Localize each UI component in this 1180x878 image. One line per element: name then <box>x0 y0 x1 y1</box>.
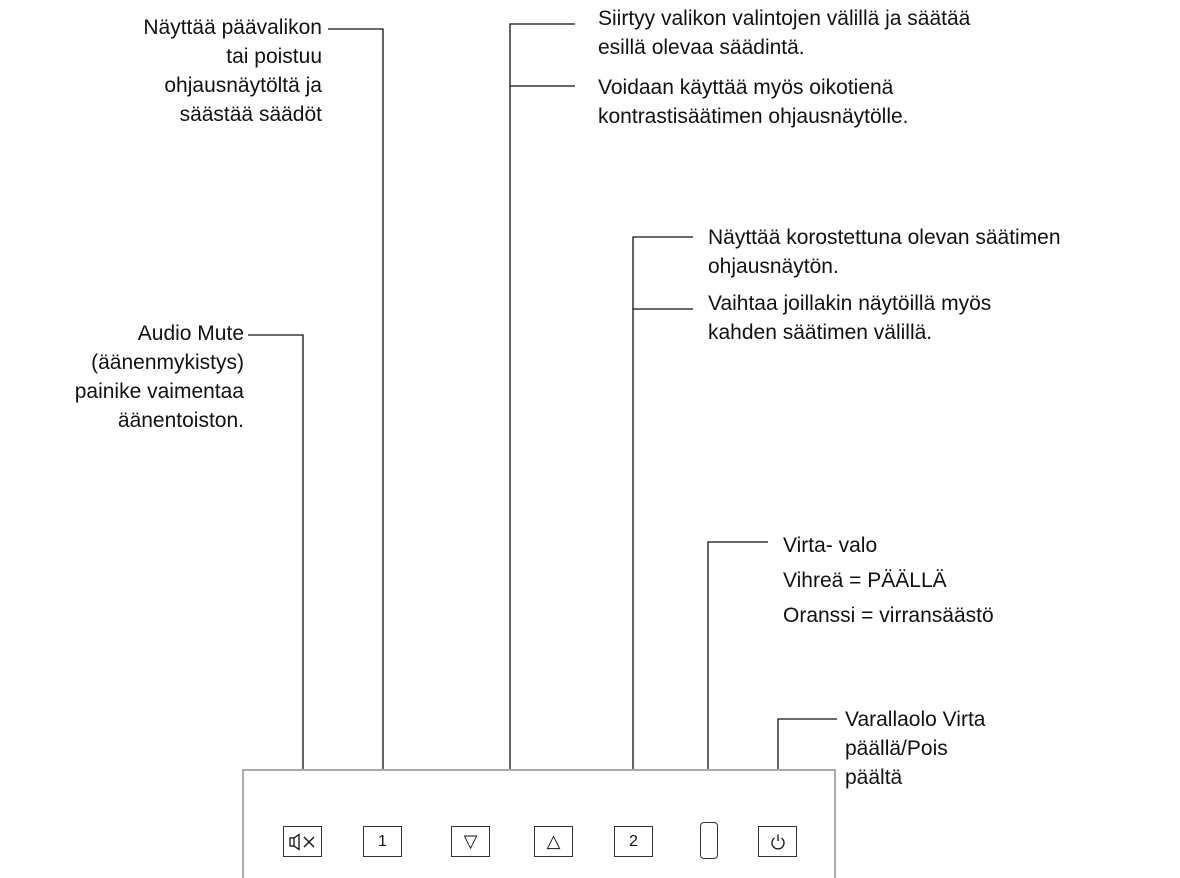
callout-line-menu <box>328 28 384 826</box>
up-arrow-button[interactable]: △ <box>534 826 573 857</box>
mute-speaker-icon <box>288 832 314 851</box>
callout-menu-button: Näyttää päävalikon tai poistuu ohjausnäy… <box>143 13 322 129</box>
callout-text: säästää säädöt <box>179 103 322 126</box>
callout-standby: Varallaolo Virta päällä/Pois päältä <box>845 705 985 792</box>
callout-text: Virta- valo <box>783 534 878 557</box>
callout-text: Vihreä = PÄÄLLÄ <box>783 569 947 592</box>
callout-arrows-navigate: Siirtyy valikon valintojen välillä ja sä… <box>598 4 970 62</box>
callout-text: kontrastisäätimen ohjausnäytölle. <box>598 105 909 128</box>
callout-text: Vaihtaa joillakin näytöillä myös <box>708 292 992 315</box>
down-arrow-button[interactable]: ▽ <box>451 826 490 857</box>
menu-button-1[interactable]: 1 <box>363 826 402 857</box>
callout-text: Näyttää päävalikon <box>143 16 322 39</box>
callout-line-navigate <box>509 23 575 771</box>
monitor-control-panel <box>242 769 836 878</box>
down-triangle-icon: ▽ <box>463 831 478 851</box>
audio-mute-button[interactable] <box>283 826 322 857</box>
callout-text: päältä <box>845 766 903 789</box>
power-icon <box>770 834 785 849</box>
button-1-label: 1 <box>378 832 387 850</box>
callout-text: Oranssi = virransäästö <box>783 604 994 627</box>
up-triangle-icon: △ <box>546 831 561 851</box>
callout-text: Näyttää korostettuna olevan säätimen <box>708 226 1061 249</box>
callout-audio-mute: Audio Mute (äänenmykistys) painike vaime… <box>75 319 244 435</box>
callout-text: kahden säätimen välillä. <box>708 321 933 344</box>
callout-line-mute <box>248 334 304 826</box>
callout-text: (äänenmykistys) <box>91 351 244 374</box>
callout-text: Audio Mute <box>137 322 244 345</box>
callout-text: ohjausnäytön. <box>708 255 839 278</box>
callout-line-led <box>707 541 768 822</box>
callout-text: Voidaan käyttää myös oikotienä <box>598 76 894 99</box>
callout-power-led: Virta- valo Vihreä = PÄÄLLÄ Oranssi = vi… <box>783 528 994 633</box>
power-led-indicator <box>700 822 718 859</box>
callout-text: esillä olevaa säädintä. <box>598 36 805 59</box>
callout-text: Varallaolo Virta <box>845 708 986 731</box>
callout-button2-show: Näyttää korostettuna olevan säätimen ohj… <box>708 223 1061 281</box>
callout-arrows-shortcut: Voidaan käyttää myös oikotienä kontrasti… <box>598 73 909 131</box>
callout-line-button2 <box>632 236 693 826</box>
select-button-2[interactable]: 2 <box>614 826 653 857</box>
callout-button2-switch: Vaihtaa joillakin näytöillä myös kahden … <box>708 289 991 347</box>
callout-text: Siirtyy valikon valintojen välillä ja sä… <box>598 7 971 30</box>
callout-text: painike vaimentaa <box>74 380 244 403</box>
callout-text: päällä/Pois <box>845 737 948 760</box>
callout-text: tai poistuu <box>226 45 322 68</box>
callout-text: äänentoiston. <box>117 409 244 432</box>
callout-text: ohjausnäytöltä ja <box>164 74 322 97</box>
button-2-label: 2 <box>629 832 638 850</box>
power-button[interactable] <box>758 826 797 857</box>
